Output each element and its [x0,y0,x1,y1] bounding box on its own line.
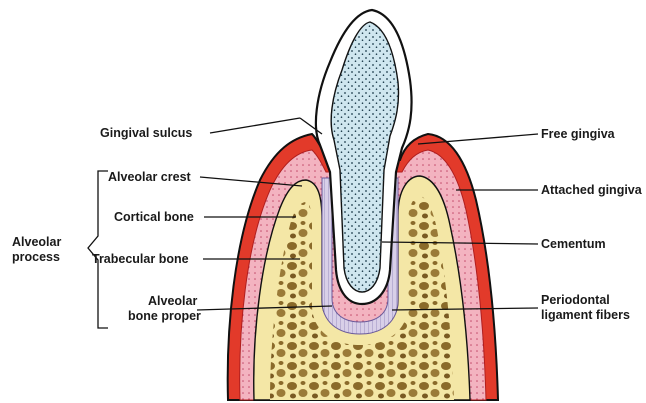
alveolar-process-bracket [88,171,108,328]
label-cortical-bone: Cortical bone [114,210,194,224]
label-alveolar-bone-proper-2: bone proper [128,309,201,323]
label-alveolar-process-2: process [12,250,60,264]
label-periodontal-1: Periodontal [541,293,610,307]
label-periodontal-2: ligament fibers [541,308,630,322]
label-alveolar-bone-proper-1: Alveolar [148,294,197,308]
label-attached-gingiva: Attached gingiva [541,183,643,197]
label-gingival-sulcus: Gingival sulcus [100,126,192,140]
label-alveolar-crest: Alveolar crest [108,170,192,184]
label-cementum: Cementum [541,237,606,251]
label-free-gingiva: Free gingiva [541,127,616,141]
label-trabecular-bone: Trabecular bone [92,252,189,266]
leader-gingival-sulcus [210,118,300,133]
label-alveolar-process-1: Alveolar [12,235,61,249]
